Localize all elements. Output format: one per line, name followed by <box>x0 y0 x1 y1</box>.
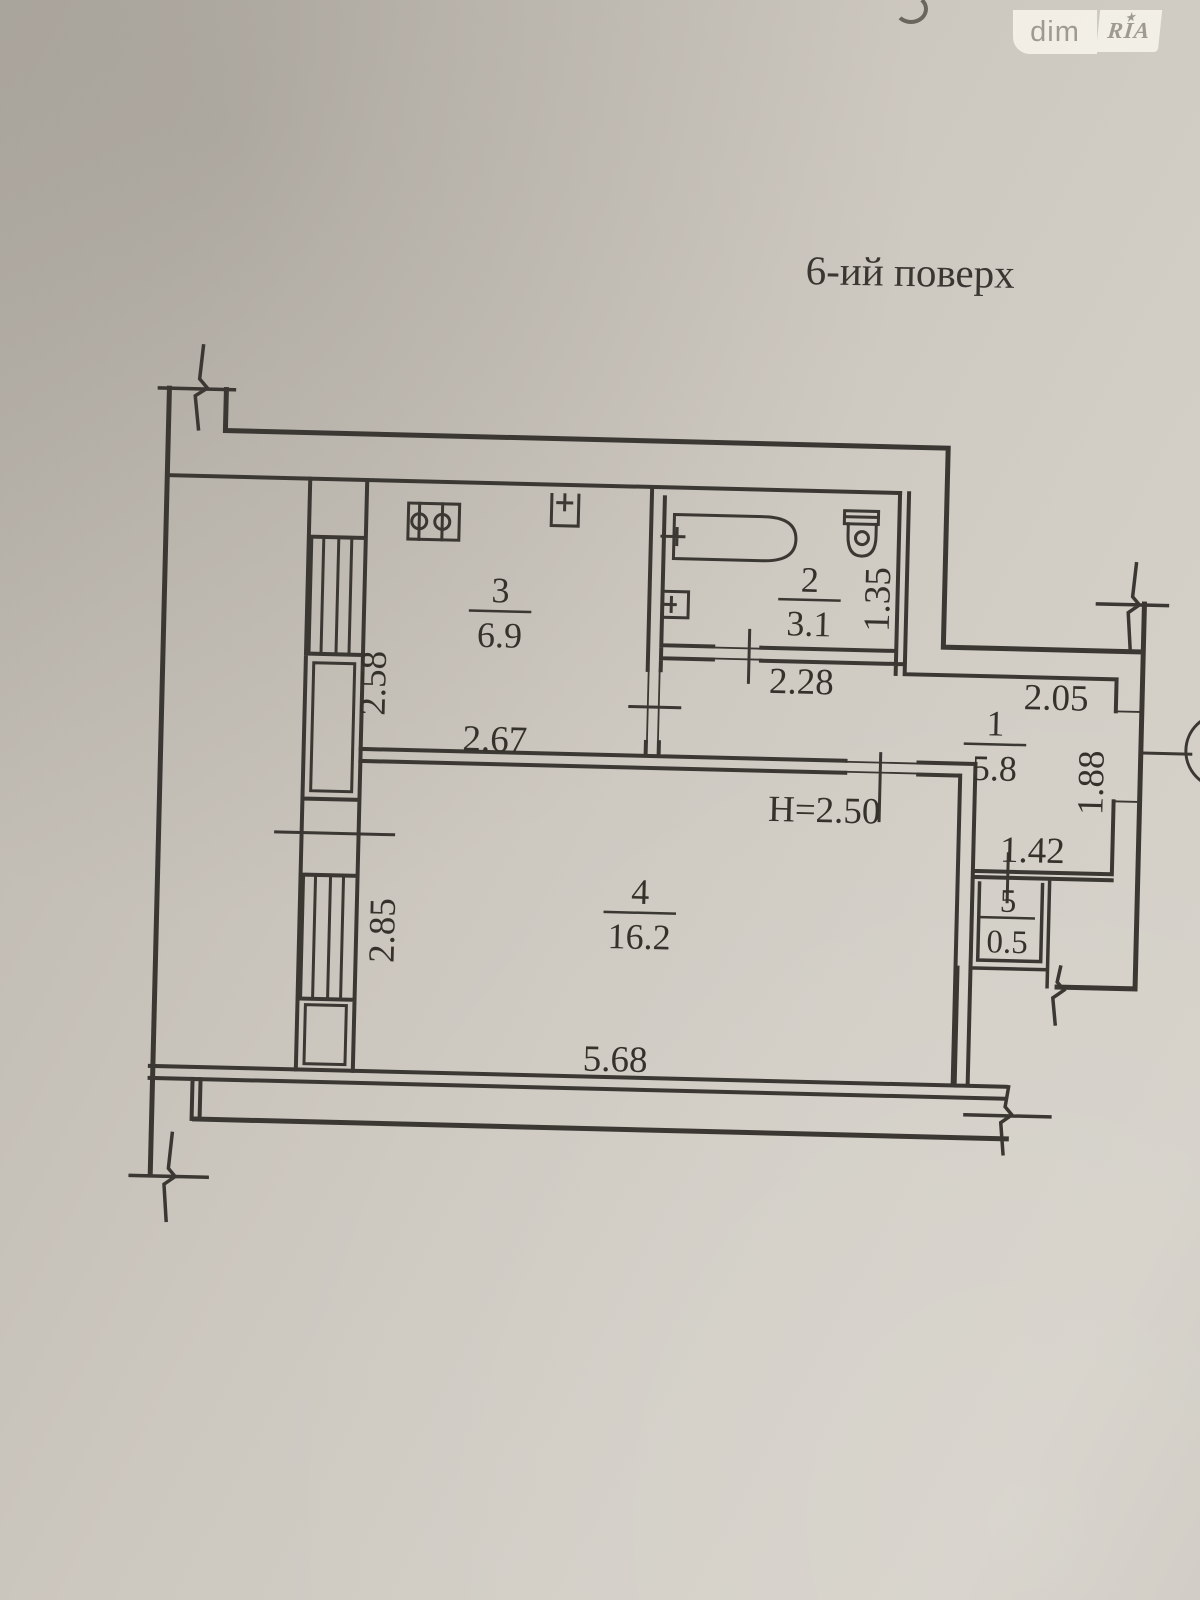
kitchen-window-icon <box>307 535 354 657</box>
room4-area: 16.2 <box>607 916 671 958</box>
washbasin-icon <box>660 589 691 620</box>
photo-artifact <box>894 0 928 24</box>
watermark-ria-logo: ★ RIA <box>1095 10 1163 52</box>
watermark-badge: dim ★ RIA <box>1013 10 1163 54</box>
dim-hall-bottom: 1.42 <box>1000 830 1066 873</box>
dim-bath-depth: 1.35 <box>857 567 900 633</box>
dimension-labels: 2.58 2.67 1.35 2.28 2.05 1.88 1.42 2.85 … <box>352 567 1113 1081</box>
dimension-ticks <box>274 628 1010 904</box>
room5-area: 0.5 <box>986 924 1028 961</box>
dim-kitchen-window: 2.58 <box>352 650 395 716</box>
dim-kitchen-width: 2.67 <box>462 718 528 761</box>
room-labels: 3 6.9 2 3.1 1 5.8 4 16.2 5 0.5 <box>477 560 1029 962</box>
dim-hall-top: 2.05 <box>1023 677 1089 720</box>
room3-area: 6.9 <box>477 615 523 656</box>
room3-number: 3 <box>491 570 510 610</box>
interior-walls <box>147 486 1119 1122</box>
closet-walls <box>968 875 1052 989</box>
wall-break-symbols <box>128 344 1170 1223</box>
left-window-wall <box>169 473 903 1073</box>
room4-window-icon <box>299 873 346 1002</box>
dim-hall-width: 2.28 <box>769 661 835 704</box>
dim-hall-right: 1.88 <box>1070 750 1113 816</box>
building-outer-walls <box>147 385 1148 1177</box>
toilet-icon <box>842 509 881 558</box>
dim-room4-width: 5.68 <box>582 1038 648 1081</box>
wall-piers <box>302 661 357 1067</box>
watermark-dim-text: dim <box>1030 15 1080 48</box>
room2-number: 2 <box>800 560 819 600</box>
watermark-dim-logo: dim <box>1013 10 1097 54</box>
kitchen-sink-icon <box>549 492 581 528</box>
room2-area: 3.1 <box>786 603 832 644</box>
door-openings <box>646 646 1140 803</box>
room5-number: 5 <box>999 884 1016 920</box>
entrance-door-arc <box>1184 712 1200 790</box>
bathtub-icon <box>660 512 798 563</box>
watermark-star-icon: ★ <box>1124 10 1137 25</box>
dim-room4-window: 2.85 <box>361 898 404 964</box>
room4-number: 4 <box>631 872 650 912</box>
room1-number: 1 <box>986 703 1005 743</box>
dim-ceiling-height: H=2.50 <box>768 789 881 833</box>
room-label-rules <box>468 597 1036 920</box>
page-title: 6-ий поверх <box>805 247 1015 297</box>
room1-area: 5.8 <box>971 748 1017 789</box>
entrance-door-leaf <box>1139 751 1193 756</box>
stove-icon <box>406 501 462 542</box>
